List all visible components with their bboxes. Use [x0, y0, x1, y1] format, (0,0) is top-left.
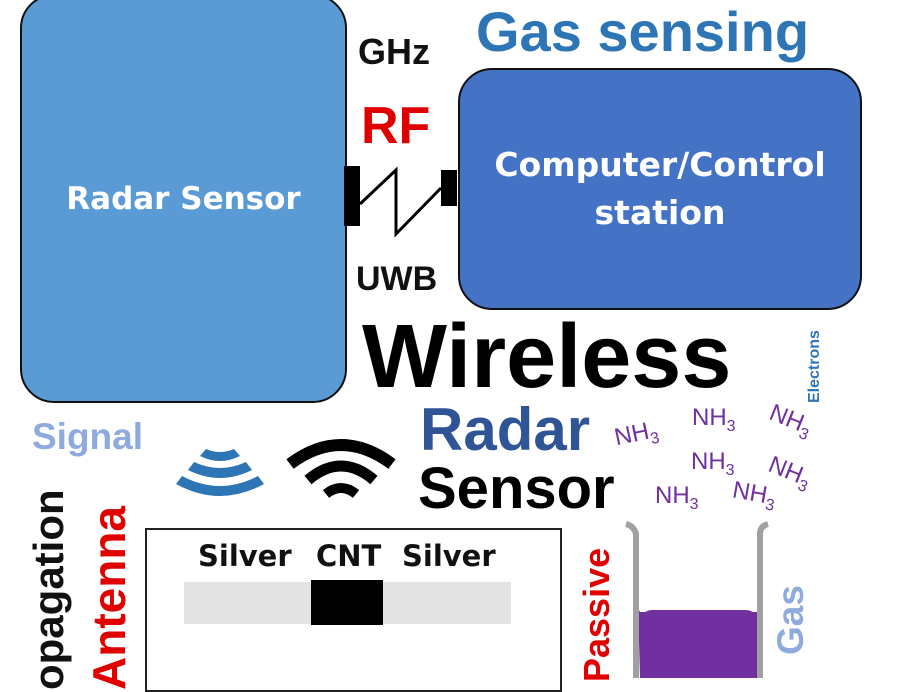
radar-sensor-box: Radar Sensor [20, 0, 347, 403]
nh3-molecule: NH3 [765, 399, 811, 445]
signal-label: Signal [32, 416, 144, 457]
beaker-icon [625, 521, 769, 678]
nh3-molecule: NH3 [655, 482, 699, 513]
gas-label: Gas [770, 585, 811, 655]
rf-label: RF [361, 97, 431, 155]
silver-strip-right [383, 582, 511, 624]
nh3-molecule: NH3 [730, 476, 776, 515]
wifi-icon [286, 439, 396, 499]
radar-sensor-label: Radar Sensor [66, 180, 301, 217]
ghz-label: GHz [358, 31, 430, 72]
propagation-label: opagation [25, 489, 72, 690]
antenna-label: Antenna [83, 506, 135, 690]
computer-control-station-box: Computer/Control station [458, 68, 862, 310]
sensor-label: Sensor [418, 456, 615, 521]
wireless-label: Wireless [362, 307, 732, 407]
nh3-molecule: NH3 [691, 448, 735, 479]
radar-wave-icon [176, 449, 264, 496]
rf-link-icon [344, 166, 457, 238]
uwb-label: UWB [356, 260, 438, 298]
nh3-molecule: NH3 [612, 417, 662, 452]
electrons-label: Electrons [806, 330, 823, 403]
gas-sensing-label: Gas sensing [476, 0, 810, 63]
computer-label-line2: station [594, 193, 726, 232]
computer-label-line1: Computer/Control [494, 145, 826, 185]
cnt-label: CNT [316, 539, 382, 573]
silver-strip-left [184, 582, 311, 624]
silver-right-label: Silver [402, 539, 496, 573]
radar-label: Radar [420, 396, 591, 463]
silver-left-label: Silver [198, 539, 292, 573]
nh3-molecule: NH3 [692, 404, 736, 435]
passive-label: Passive [576, 547, 617, 682]
cnt-strip [311, 580, 383, 625]
